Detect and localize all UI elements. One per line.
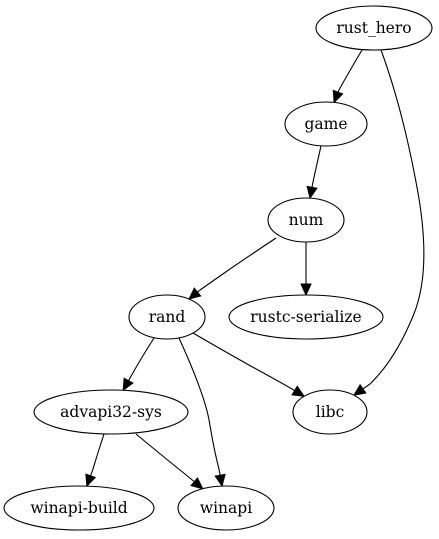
edge-line (199, 237, 277, 291)
node-rust_hero: rust_hero (315, 5, 433, 51)
edge-line-end (362, 383, 371, 390)
node-ellipse (292, 389, 368, 435)
edge-line-end (291, 388, 295, 392)
arrowhead (306, 185, 318, 200)
edge-rand-to-winapi (178, 337, 226, 488)
node-winapi: winapi (177, 485, 275, 531)
node-ellipse (33, 389, 189, 435)
node-game: game (284, 101, 368, 147)
edge-line (178, 337, 220, 470)
edge-advapi32-sys-to-winapi-build (85, 433, 105, 488)
edge-line-end (197, 289, 201, 293)
node-rand: rand (128, 294, 206, 340)
node-ellipse (128, 294, 206, 340)
arrowhead (214, 473, 226, 488)
edge-line-end (90, 468, 94, 476)
edge-line (135, 433, 198, 485)
node-label: winapi-build (30, 499, 127, 517)
edge-line (369, 49, 425, 385)
edge-line (312, 145, 322, 183)
edge-num-to-rustc-serialize (300, 242, 312, 297)
node-libc: libc (292, 389, 368, 435)
edge-rust_hero-to-libc (352, 49, 425, 396)
node-label: game (304, 115, 347, 133)
node-label: winapi (200, 499, 252, 517)
node-ellipse (315, 5, 433, 51)
arrowhead (332, 89, 344, 104)
arrowhead (291, 385, 306, 397)
node-label: rust_hero (336, 19, 411, 37)
edge-num-to-rand (188, 237, 277, 300)
arrowhead (122, 377, 134, 392)
node-num: num (267, 197, 345, 243)
edge-line-end (128, 377, 131, 381)
edge-game-to-num (306, 145, 322, 200)
arrowhead (190, 476, 204, 490)
node-ellipse (267, 197, 345, 243)
node-ellipse (3, 485, 155, 531)
edges-layer (85, 49, 425, 490)
edge-line (192, 332, 293, 390)
node-label: rustc-serialize (250, 308, 361, 326)
node-label: advapi32-sys (60, 403, 162, 421)
node-label: num (289, 211, 324, 229)
edge-advapi32-sys-to-winapi (135, 433, 204, 490)
arrowhead (300, 283, 312, 297)
edge-line (129, 337, 155, 379)
node-advapi32-sys: advapi32-sys (33, 389, 189, 435)
arrowhead (188, 287, 202, 300)
edge-rust_hero-to-game (332, 49, 363, 104)
arrowhead (352, 383, 367, 396)
edge-line-end (311, 181, 314, 188)
node-rustc-serialize: rustc-serialize (228, 294, 384, 340)
node-ellipse (228, 294, 384, 340)
node-winapi-build: winapi-build (3, 485, 155, 531)
edge-line-end (218, 468, 221, 476)
arrowhead (85, 473, 97, 488)
edge-line (337, 49, 363, 93)
edge-line (92, 433, 105, 470)
node-ellipse (177, 485, 275, 531)
edge-rand-to-advapi32-sys (122, 337, 155, 392)
node-label: rand (149, 308, 186, 326)
node-ellipse (284, 101, 368, 147)
edge-rand-to-libc (192, 332, 306, 397)
node-label: libc (316, 403, 345, 421)
